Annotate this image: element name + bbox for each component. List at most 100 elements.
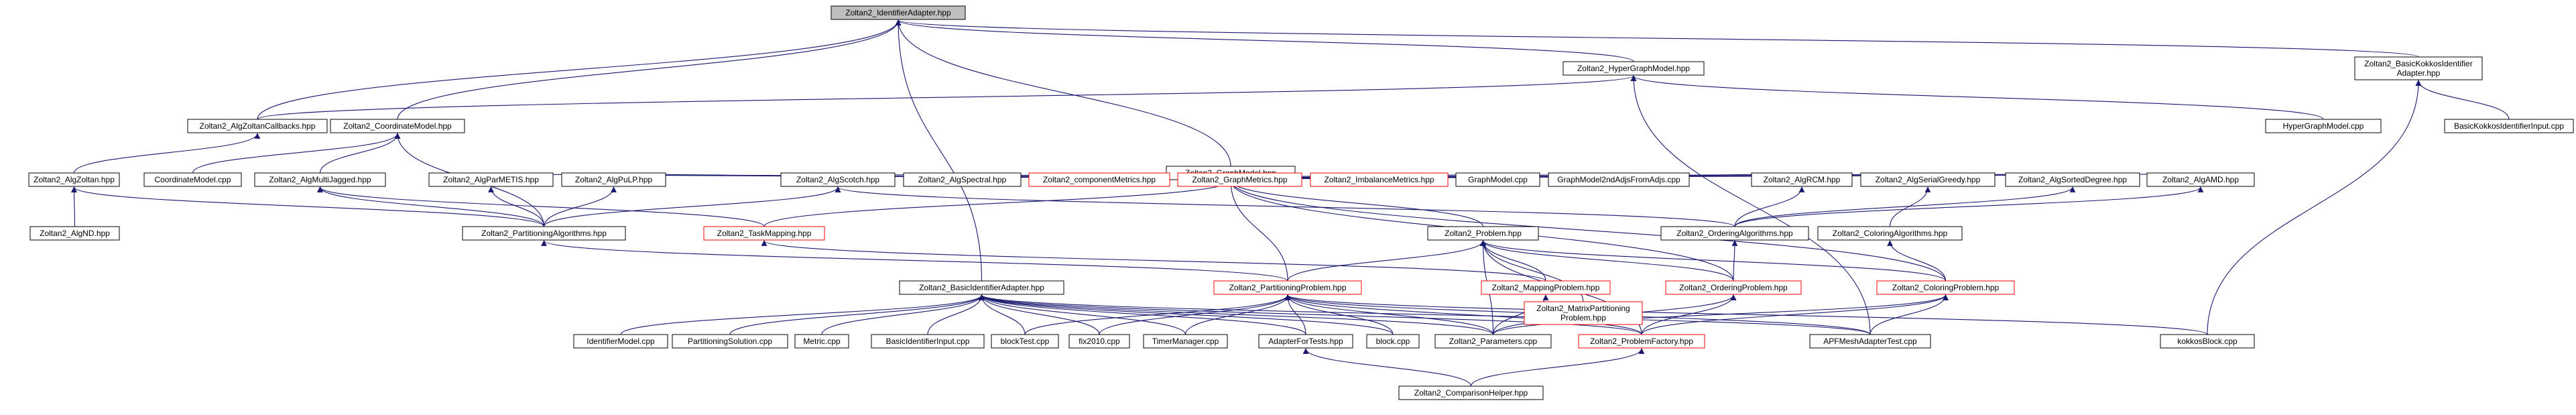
node-zoltan2-algpulp-hpp[interactable]: Zoltan2_AlgPuLP.hpp xyxy=(561,172,666,187)
node-zoltan2-algzoltancallbacks-hpp[interactable]: Zoltan2_AlgZoltanCallbacks.hpp xyxy=(187,119,328,133)
node-label: PartitioningSolution.cpp xyxy=(688,337,772,346)
edge-algzoltan-to-algzoltancb xyxy=(73,133,261,174)
node-adapterfortests-hpp[interactable]: AdapterForTests.hpp xyxy=(1258,334,1353,349)
node-block-cpp[interactable]: block.cpp xyxy=(1366,334,1420,349)
edge-parameters-to-mappingproblem xyxy=(1492,294,1549,335)
node-label: Zoltan2_BasicKokkosIdentifier xyxy=(2364,59,2472,68)
edge-basicidadapter-to-root xyxy=(895,19,983,282)
edge-orderingalgs-to-algsorteddegree xyxy=(1734,186,2076,227)
edge-basicidinputcpp-to-basicidadapter xyxy=(927,294,985,335)
node-zoltan2-algscotch-hpp[interactable]: Zoltan2_AlgScotch.hpp xyxy=(780,172,896,187)
node-zoltan2-problem-hpp[interactable]: Zoltan2_Problem.hpp xyxy=(1427,226,1539,241)
node-label: fix2010.cpp xyxy=(1079,337,1120,346)
edge-apfmesh-to-hypergraphmodel xyxy=(1630,75,1871,335)
node-box xyxy=(1427,226,1539,241)
node-zoltan2-algspectral-hpp[interactable]: Zoltan2_AlgSpectral.hpp xyxy=(903,172,1022,187)
node-box xyxy=(462,226,626,241)
node-zoltan2-coloringproblem-hpp[interactable]: Zoltan2_ColoringProblem.hpp xyxy=(1876,280,2015,295)
node-timermanager-cpp[interactable]: TimerManager.cpp xyxy=(1143,334,1228,349)
node-label: IdentifierModel.cpp xyxy=(587,337,655,346)
node-zoltan2-parameters-cpp[interactable]: Zoltan2_Parameters.cpp xyxy=(1434,334,1552,349)
edge-orderingproblem-to-orderingalgs xyxy=(1731,240,1738,282)
node-box xyxy=(1809,334,1931,349)
node-box xyxy=(1562,61,1705,76)
node-kokkosblock-cpp[interactable]: kokkosBlock.cpp xyxy=(2160,334,2255,349)
edge-partalgs-to-algpulp xyxy=(543,186,617,227)
node-zoltan2-coloringalgorithms-hpp[interactable]: Zoltan2_ColoringAlgorithms.hpp xyxy=(1817,226,1963,241)
node-graphmodel-cpp[interactable]: GraphModel.cpp xyxy=(1455,172,1540,187)
node-blocktest-cpp[interactable]: blockTest.cpp xyxy=(991,334,1059,349)
node-zoltan2-algamd-hpp[interactable]: Zoltan2_AlgAMD.hpp xyxy=(2146,172,2255,187)
edge-parameters-to-basicidadapter xyxy=(979,294,1494,335)
node-box xyxy=(903,172,1022,187)
node-zoltan2-problemfactory-hpp[interactable]: Zoltan2_ProblemFactory.hpp xyxy=(1578,334,1705,349)
edge-coloringproblem-to-coloringalgs xyxy=(1887,240,1947,282)
node-label: Zoltan2_componentMetrics.hpp xyxy=(1043,175,1156,184)
edge-hypergraphcpp-to-hypergraphmodel xyxy=(1630,75,2324,120)
node-box xyxy=(254,172,386,187)
node-coordinatemodel-cpp[interactable]: CoordinateModel.cpp xyxy=(143,172,242,187)
node-zoltan2-componentmetrics-hpp[interactable]: Zoltan2_componentMetrics.hpp xyxy=(1028,172,1170,187)
node-partitioningsolution-cpp[interactable]: PartitioningSolution.cpp xyxy=(672,334,788,349)
node-box xyxy=(1398,386,1544,400)
node-box xyxy=(899,280,1064,295)
node-box xyxy=(1028,172,1170,187)
node-graphmodel2ndadjsfromadjs-cpp[interactable]: GraphModel2ndAdjsFromAdjs.cpp xyxy=(1548,172,1690,187)
node-label: Zoltan2_AlgPuLP.hpp xyxy=(575,175,653,184)
node-zoltan2-algmultijagged-hpp[interactable]: Zoltan2_AlgMultiJagged.hpp xyxy=(254,172,386,187)
node-box xyxy=(1143,334,1228,349)
node-zoltan2-mappingproblem-hpp[interactable]: Zoltan2_MappingProblem.hpp xyxy=(1481,280,1611,295)
edge-partsolcpp-to-basicidadapter xyxy=(729,294,985,335)
node-box xyxy=(428,172,554,187)
node-zoltan2-algzoltan-hpp[interactable]: Zoltan2_AlgZoltan.hpp xyxy=(28,172,120,187)
node-label: Zoltan2_AlgZoltanCallbacks.hpp xyxy=(200,121,316,131)
edge-blockcpp-to-basicidadapter xyxy=(979,294,1394,335)
edge-timermanagercpp-to-partproblem xyxy=(1184,294,1291,335)
node-zoltan2-algrcm-hpp[interactable]: Zoltan2_AlgRCM.hpp xyxy=(1751,172,1853,187)
node-box xyxy=(187,119,328,133)
edge-taskmapping-to-algmj xyxy=(317,186,765,227)
node-zoltan2-orderingproblem-hpp[interactable]: Zoltan2_OrderingProblem.hpp xyxy=(1665,280,1802,295)
node-zoltan2-partitioningproblem-hpp[interactable]: Zoltan2_PartitioningProblem.hpp xyxy=(1213,280,1362,295)
node-box xyxy=(29,226,120,241)
node-zoltan2-algserialgreedy-hpp[interactable]: Zoltan2_AlgSerialGreedy.hpp xyxy=(1860,172,1996,187)
edge-blockcpp-to-partproblem xyxy=(1284,294,1394,335)
node-box xyxy=(1366,334,1420,349)
node-zoltan2-imbalancemetrics-hpp[interactable]: Zoltan2_ImbalanceMetrics.hpp xyxy=(1310,172,1449,187)
node-apfmeshadaptertest-cpp[interactable]: APFMeshAdapterTest.cpp xyxy=(1809,334,1931,349)
node-zoltan2-basicidentifieradapter-hpp[interactable]: Zoltan2_BasicIdentifierAdapter.hpp xyxy=(899,280,1064,295)
node-label: Zoltan2_OrderingAlgorithms.hpp xyxy=(1676,229,1793,238)
node-basickokkosidentifierinput-cpp[interactable]: BasicKokkosIdentifierInput.cpp xyxy=(2444,119,2574,133)
node-zoltan2-hypergraphmodel-hpp[interactable]: Zoltan2_HyperGraphModel.hpp xyxy=(1562,61,1705,76)
node-fix2010-cpp[interactable]: fix2010.cpp xyxy=(1068,334,1130,349)
node-box xyxy=(1258,334,1353,349)
edge-timermanagercpp-to-basicidadapter xyxy=(979,294,1186,335)
node-zoltan2-algsorteddegree-hpp[interactable]: Zoltan2_AlgSortedDegree.hpp xyxy=(2005,172,2140,187)
node-basicidentifierinput-cpp[interactable]: BasicIdentifierInput.cpp xyxy=(871,334,985,349)
node-zoltan2-algnd-hpp[interactable]: Zoltan2_AlgND.hpp xyxy=(29,226,120,241)
node-zoltan2-coordinatemodel-hpp[interactable]: Zoltan2_CoordinateModel.hpp xyxy=(330,119,465,133)
node-hypergraphmodel-cpp[interactable]: HyperGraphModel.cpp xyxy=(2265,119,2382,133)
node-identifiermodel-cpp[interactable]: IdentifierModel.cpp xyxy=(573,334,668,349)
node-zoltan2-orderingalgorithms-hpp[interactable]: Zoltan2_OrderingAlgorithms.hpp xyxy=(1660,226,1809,241)
node-label: Zoltan2_TaskMapping.hpp xyxy=(717,229,812,238)
node-label: Zoltan2_AlgSortedDegree.hpp xyxy=(2018,175,2127,184)
node-label: Zoltan2_HyperGraphModel.hpp xyxy=(1577,64,1690,73)
node-box xyxy=(794,334,849,349)
node-label: AdapterForTests.hpp xyxy=(1268,337,1343,346)
node-label: GraphModel2ndAdjsFromAdjs.cpp xyxy=(1557,175,1680,184)
edge-adapterfortests-to-basicidadapter xyxy=(979,294,1306,335)
node-zoltan2-algparmetis-hpp[interactable]: Zoltan2_AlgParMETIS.hpp xyxy=(428,172,554,187)
edge-bkicpp-to-basickokkos xyxy=(2415,80,2510,120)
node-box xyxy=(1455,172,1540,187)
node-zoltan2-comparisonhelper-hpp[interactable]: Zoltan2_ComparisonHelper.hpp xyxy=(1398,386,1544,400)
node-metric-cpp[interactable]: Metric.cpp xyxy=(794,334,849,349)
node-zoltan2-partitioningalgorithms-hpp[interactable]: Zoltan2_PartitioningAlgorithms.hpp xyxy=(462,226,626,241)
edge-parameters-to-coloringproblem xyxy=(1492,294,1949,335)
edge-orderingalgs-to-algrcm xyxy=(1734,186,1805,227)
node-zoltan2-taskmapping-hpp[interactable]: Zoltan2_TaskMapping.hpp xyxy=(703,226,825,241)
node-zoltan2-graphmetrics-hpp[interactable]: Zoltan2_GraphMetrics.hpp xyxy=(1177,172,1302,187)
node-zoltan2-identifieradapter-hpp[interactable]: Zoltan2_IdentifierAdapter.hpp xyxy=(831,5,966,20)
